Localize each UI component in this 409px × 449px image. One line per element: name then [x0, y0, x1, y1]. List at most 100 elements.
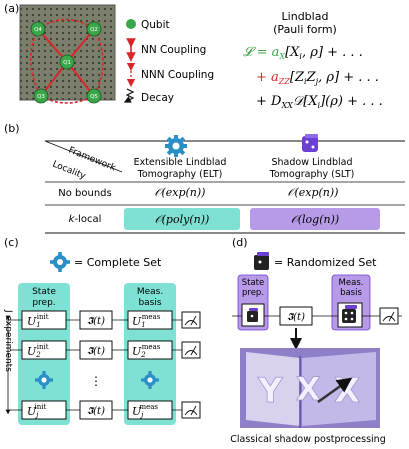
cell-elt-klocal: 𝒪(poly(n)) [155, 213, 210, 226]
qubit-q4 [30, 21, 46, 37]
evolution-op: 𝕴̂(t) [87, 346, 105, 357]
eq-term: Z [306, 70, 317, 85]
dice-icon [302, 134, 318, 152]
meter-icon [382, 311, 396, 322]
eq-end: , ρ] + . . . [318, 70, 379, 85]
legend: Qubit NN Coupling NNN Coupling Decay [123, 19, 214, 104]
legend-decay: Decay [141, 92, 174, 104]
u-meas: U [132, 315, 142, 328]
circuit-row: U1init 𝕴̂(t) U1meas [10, 310, 201, 330]
lindblad-equation: Lindblad (Pauli form) 𝓛 = aX[Xi, ρ] + . … [243, 10, 383, 110]
u-meas: U [132, 405, 142, 418]
svg-text:+ DXX𝒟[Xi](ρ) + . . .: + DXX𝒟[Xi](ρ) + . . . [256, 94, 383, 110]
svg-text:U2init: U2init [27, 343, 49, 359]
header-locality: Locality [51, 160, 88, 183]
eq-term: 𝒟[X [293, 94, 318, 109]
state-prep-title: State [32, 287, 56, 297]
u-meas: U [132, 345, 142, 358]
comparison-table: Framework Locality Extensible Lindblad T… [44, 134, 405, 234]
j-experiments-label: J experiments [3, 309, 13, 372]
eq-coef: + a [256, 70, 279, 85]
qubit-q1 [59, 54, 75, 70]
lindblad-subtitle: (Pauli form) [273, 23, 337, 36]
cell-slt-nobounds: 𝒪(exp(n)) [288, 186, 339, 199]
u-sup: init [37, 313, 49, 321]
qubit-label: Q2 [90, 27, 98, 33]
eq-idx: i [304, 77, 307, 86]
col-slt-line2: Tomography (SLT) [269, 169, 355, 180]
eq-coef: + D [256, 94, 282, 109]
state-prep-title: State [242, 278, 265, 288]
meter-icon [184, 345, 198, 356]
u-init: U [27, 315, 37, 328]
elt-circuit: State prep. Meas. basis U1init 𝕴̂(t) U1m… [3, 283, 201, 425]
u-sub: 1 [36, 321, 40, 329]
legend-nnn: NNN Coupling [141, 69, 214, 81]
eq-idx: i [299, 52, 302, 61]
decay-legend-icon [123, 88, 135, 103]
eq-sub: X [278, 52, 285, 61]
chip-image: Q4 Q2 Q1 Q3 Q5 [19, 4, 116, 104]
eq-end: , ρ] + . . . [302, 45, 363, 60]
qubit-q2 [86, 21, 102, 37]
meas-basis-title: basis [340, 288, 362, 298]
u-sub: 2 [140, 351, 146, 359]
dice-icon [342, 305, 357, 323]
u-sup: meas [139, 403, 158, 411]
u-sub: 1 [141, 321, 145, 329]
gear-icon [50, 252, 70, 272]
legend-nn: NN Coupling [141, 44, 206, 56]
qubit-q3 [33, 88, 49, 104]
u-sup: meas [142, 343, 161, 351]
panel-c-label: (c) [4, 236, 19, 249]
panel-d-label: (d) [232, 236, 248, 249]
qubit-q5 [86, 88, 102, 104]
gear-icon [165, 135, 187, 157]
qubit-label: Q1 [63, 60, 71, 66]
meas-basis-title: basis [138, 298, 161, 308]
gear-icon [35, 371, 53, 389]
u-sub: j [139, 411, 144, 419]
meter-icon [184, 315, 198, 326]
panel-b-label: (b) [4, 122, 20, 135]
svg-text:Ujmeas: Ujmeas [132, 403, 158, 419]
svg-text:U1init: U1init [27, 313, 49, 329]
qubit-label: Q4 [34, 27, 42, 33]
svg-text:Ujinit: Ujinit [27, 403, 46, 419]
circuit-row: U2init 𝕴̂(t) U2meas [10, 340, 201, 360]
book-letter: Y [257, 371, 283, 411]
u-sup: meas [142, 313, 161, 321]
row-klocal: -local [74, 214, 101, 225]
state-prep-title: prep. [242, 288, 264, 298]
meter-icon [184, 405, 198, 416]
cell-slt-klocal: 𝒪(log(n)) [291, 213, 339, 226]
svg-text:+ aZZ[ZiZj, ρ] + . . .: + aZZ[ZiZj, ρ] + . . . [256, 70, 379, 86]
cell-elt-nobounds: 𝒪(exp(n)) [155, 186, 206, 199]
evolution-op: 𝕴̂(t) [287, 312, 305, 323]
complete-set-label: = Complete Set [74, 256, 162, 269]
panel-a-label: (a) [4, 2, 19, 15]
col-elt-line1: Extensible Lindblad [134, 157, 227, 168]
qubit-label: Q3 [37, 94, 45, 100]
circuit-row: Ujinit 𝕴̂(t) Ujmeas [10, 400, 201, 420]
svg-text:k-local: k-local [69, 214, 102, 225]
postprocessing-caption: Classical shadow postprocessing [230, 434, 385, 445]
eq-term: [X [285, 45, 300, 60]
eq-idx: j [314, 77, 319, 86]
u-sub: 2 [35, 351, 41, 359]
col-slt-line1: Shadow Lindblad [271, 157, 352, 168]
slt-circuit: State prep. Meas. basis 𝕴̂(t) [230, 274, 402, 445]
state-prep-title: prep. [32, 298, 55, 308]
svg-text:U1meas: U1meas [132, 313, 161, 329]
u-init: U [27, 405, 37, 418]
eq-sub: ZZ [278, 77, 291, 86]
row-no-bounds: No bounds [58, 188, 111, 199]
dice-icon [247, 308, 258, 322]
book-letter: X [334, 371, 360, 411]
eq-l: 𝓛 = a [243, 45, 279, 60]
eq-idx: i [318, 101, 321, 110]
eq-sub: XX [280, 101, 293, 110]
qubit-legend-icon [126, 19, 136, 29]
dice-icon [254, 252, 269, 270]
cell-slt-klocal-bg [250, 208, 380, 230]
